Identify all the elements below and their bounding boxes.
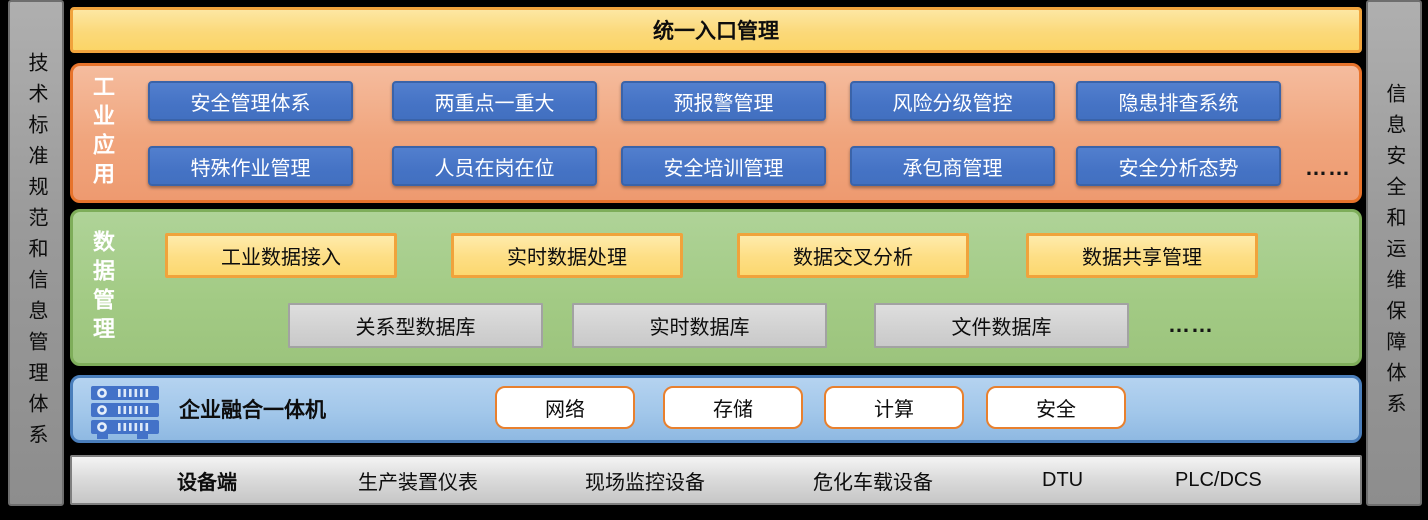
device-hazchem-vehicle: 危化车载设备	[813, 471, 933, 494]
industrial-apps-label: 工业应用	[90, 75, 115, 191]
device-production-instruments: 生产装置仪表	[358, 471, 478, 494]
industrial-apps-section: 工业应用 安全管理体系 两重点一重大 预报警管理 风险分级管控 隐患排查系统 特…	[70, 63, 1362, 203]
left-pillar: 技术标准规范和信息管理体系	[8, 0, 64, 506]
device-dtu: DTU	[1042, 468, 1084, 491]
device-plc-dcs: PLC/DCS	[1175, 468, 1262, 491]
device-bar-title: 设备端	[177, 471, 237, 494]
device-bar: 设备端 生产装置仪表 现场监控设备 危化车载设备 DTU PLC/DCS	[70, 455, 1362, 505]
data-node-data-sharing: 数据共享管理	[1026, 233, 1258, 278]
app-node-safety-analysis: 安全分析态势	[1076, 146, 1281, 186]
left-pillar-label: 技术标准规范和信息管理体系	[25, 51, 47, 455]
data-management-label: 数据管理	[90, 229, 115, 346]
data-node-realtime-processing: 实时数据处理	[451, 233, 683, 278]
server-icon	[91, 386, 159, 439]
capability-network: 网络	[495, 386, 635, 429]
capability-compute: 计算	[824, 386, 964, 429]
data-management-section: 数据管理 工业数据接入 实时数据处理 数据交叉分析 数据共享管理 关系型数据库 …	[70, 209, 1362, 366]
right-pillar-label: 信息安全和运维保障体系	[1383, 82, 1405, 424]
device-site-monitoring: 现场监控设备	[585, 471, 705, 494]
db-node-file: 文件数据库	[874, 303, 1129, 348]
unified-entry-bar: 统一入口管理	[70, 7, 1362, 53]
app-node-two-key-one-major: 两重点一重大	[392, 81, 597, 121]
data-node-cross-analysis: 数据交叉分析	[737, 233, 969, 278]
db-node-relational: 关系型数据库	[288, 303, 543, 348]
unified-entry-label: 统一入口管理	[653, 20, 779, 43]
app-node-special-operations: 特殊作业管理	[148, 146, 353, 186]
app-node-personnel-on-duty: 人员在岗在位	[392, 146, 597, 186]
app-node-early-warning: 预报警管理	[621, 81, 826, 121]
appliance-title: 企业融合一体机	[179, 399, 326, 422]
capability-security: 安全	[986, 386, 1126, 429]
apps-ellipsis: ……	[1305, 155, 1351, 180]
db-node-realtime: 实时数据库	[572, 303, 827, 348]
data-ellipsis: ……	[1168, 312, 1214, 337]
app-node-risk-grading: 风险分级管控	[850, 81, 1055, 121]
right-pillar: 信息安全和运维保障体系	[1366, 0, 1422, 506]
app-node-contractor-mgmt: 承包商管理	[850, 146, 1055, 186]
app-node-hazard-inspection: 隐患排查系统	[1076, 81, 1281, 121]
app-node-safety-mgmt-system: 安全管理体系	[148, 81, 353, 121]
appliance-section: 企业融合一体机 网络 存储 计算 安全	[70, 375, 1362, 443]
app-node-safety-training: 安全培训管理	[621, 146, 826, 186]
capability-storage: 存储	[663, 386, 803, 429]
data-node-industrial-data-access: 工业数据接入	[165, 233, 397, 278]
